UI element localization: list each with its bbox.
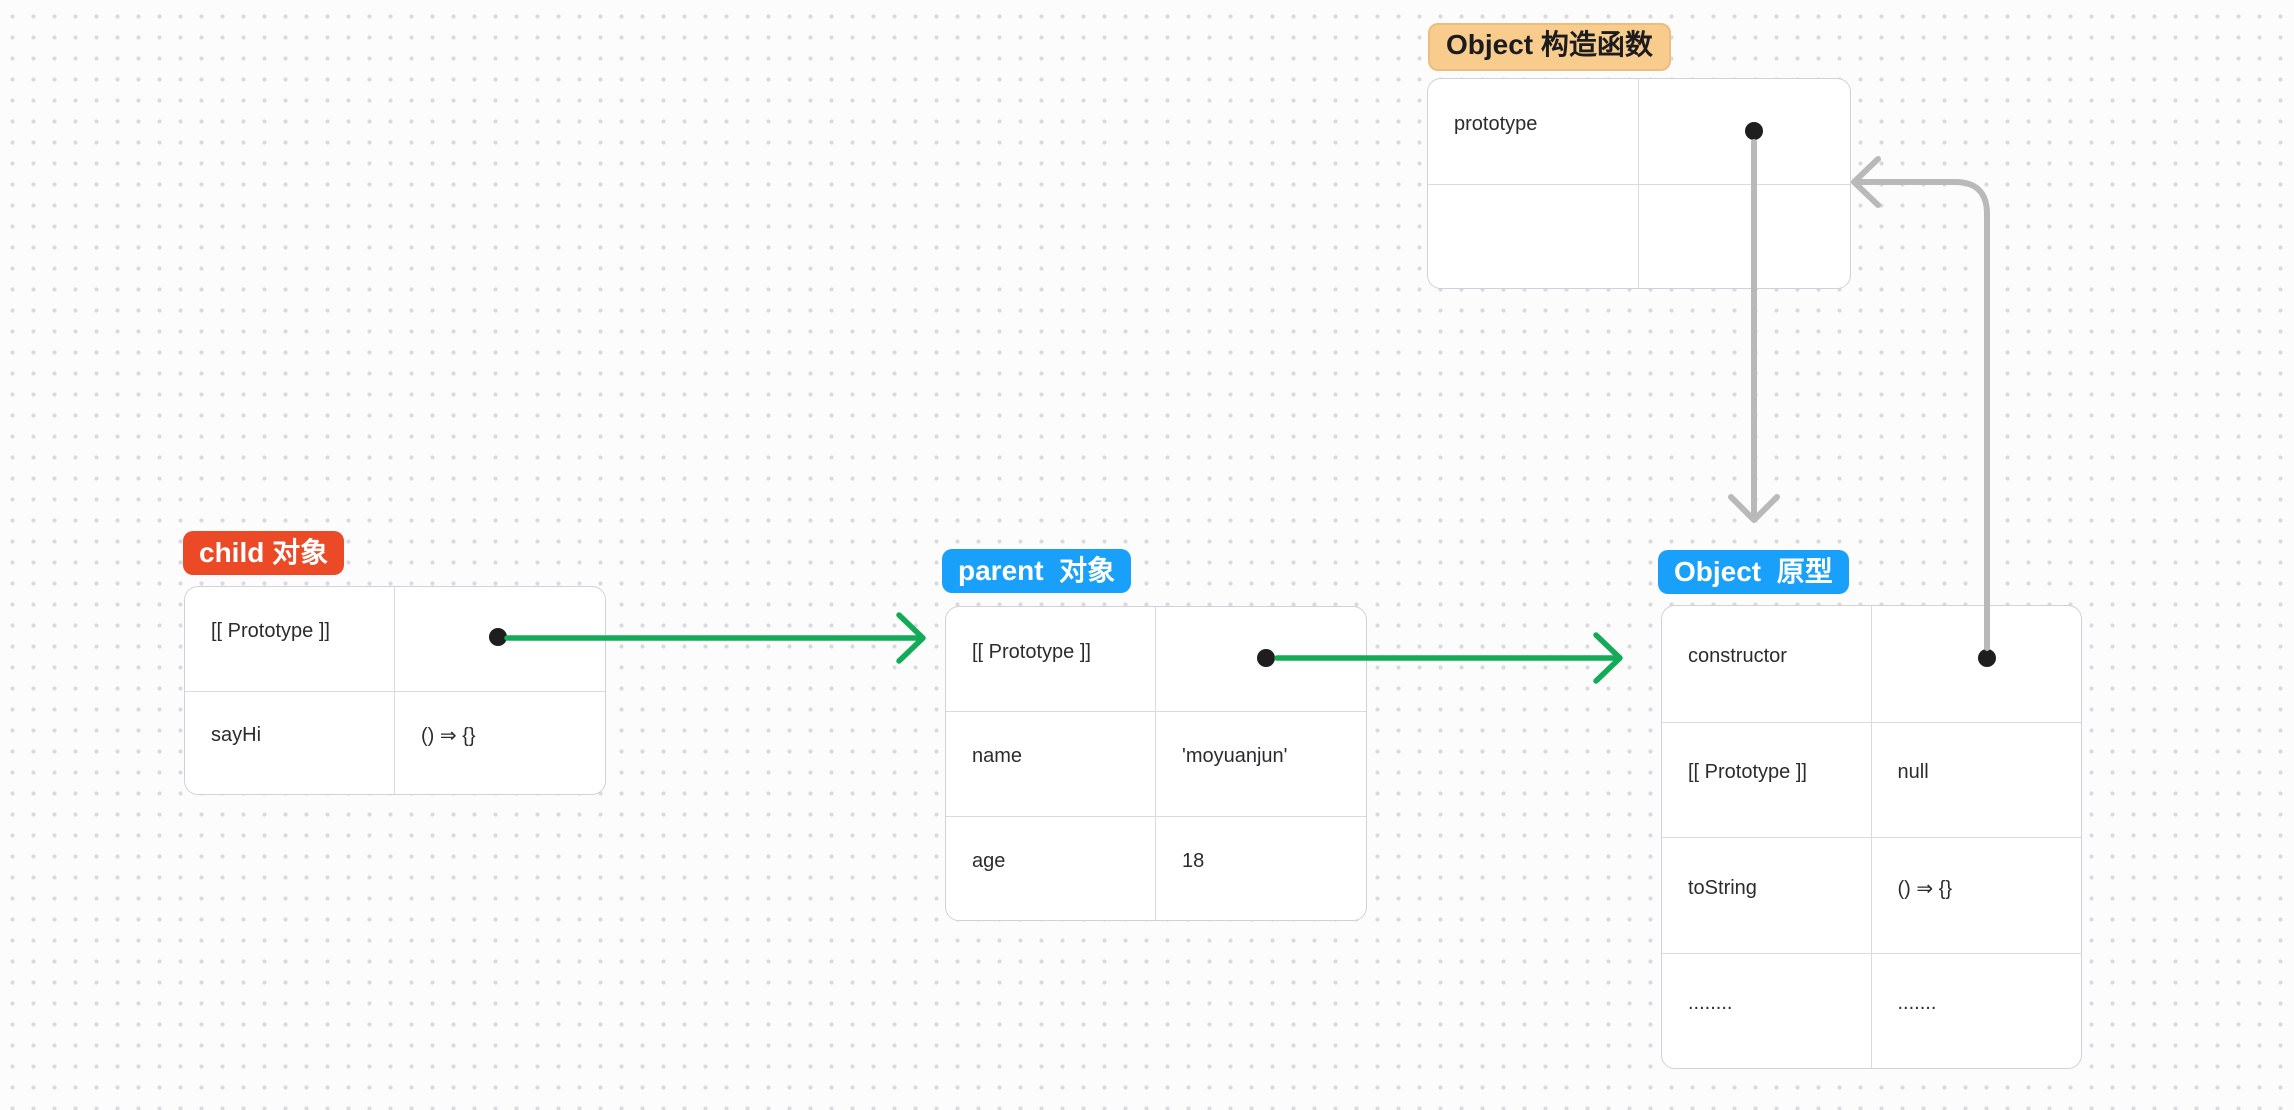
table-row: toString () ⇒ {} — [1662, 837, 2081, 953]
property-key-cell: age — [946, 816, 1156, 920]
table-row: name 'moyuanjun' — [946, 711, 1366, 816]
property-value: 'moyuanjun' — [1182, 745, 1288, 768]
property-key-cell: prototype — [1428, 79, 1639, 184]
property-key-cell: constructor — [1662, 606, 1872, 722]
pointer-cell — [1639, 79, 1850, 184]
property-value-cell: null — [1872, 723, 2082, 838]
edge-constructor-to-object-constructor-arrow[interactable] — [1851, 156, 1990, 651]
property-value-cell: ....... — [1872, 954, 2082, 1069]
table-row: constructor — [1662, 606, 2081, 722]
property-key: age — [972, 849, 1006, 872]
property-key: ........ — [1688, 992, 1733, 1015]
property-key: sayHi — [211, 724, 262, 747]
parent-object-table[interactable]: [[ Prototype ]] name 'moyuanjun' age 18 — [945, 606, 1367, 921]
child-object-table[interactable]: [[ Prototype ]] sayHi () ⇒ {} — [184, 586, 606, 795]
object-constructor-table[interactable]: prototype — [1427, 78, 1851, 289]
table-row: [[ Prototype ]] — [946, 607, 1366, 712]
object-constructor-label[interactable]: Object 构造函数 — [1428, 23, 1671, 71]
property-key: [[ Prototype ]] — [1688, 761, 1807, 784]
property-key: [[ Prototype ]] — [211, 620, 330, 643]
property-key: toString — [1688, 876, 1757, 899]
table-row: sayHi () ⇒ {} — [185, 690, 605, 795]
property-value-cell: () ⇒ {} — [395, 692, 605, 795]
child-object-label[interactable]: child 对象 — [183, 531, 345, 575]
table-row: [[ Prototype ]] null — [1662, 721, 2082, 838]
property-value: () ⇒ {} — [1897, 877, 1953, 900]
property-key-cell: [[ Prototype ]] — [1662, 722, 1872, 837]
table-row — [1428, 183, 1850, 289]
table-row: [[ Prototype ]] — [185, 587, 605, 691]
property-value: ....... — [1897, 992, 1937, 1015]
property-key-cell: [[ Prototype ]] — [185, 587, 395, 691]
property-value-cell: 18 — [1156, 817, 1366, 920]
property-key-cell: ........ — [1662, 953, 1872, 1068]
table-row: ........ ....... — [1662, 952, 2082, 1069]
pointer-cell — [395, 587, 605, 691]
pointer-cell — [1156, 607, 1366, 711]
property-key: name — [972, 745, 1023, 768]
empty-cell — [1639, 185, 1850, 289]
property-key: constructor — [1688, 645, 1787, 668]
property-key-cell: sayHi — [185, 691, 395, 794]
property-value: () ⇒ {} — [421, 725, 476, 748]
property-value-cell: 'moyuanjun' — [1156, 712, 1366, 815]
property-key-cell: toString — [1662, 838, 1872, 953]
empty-cell — [1428, 184, 1639, 288]
property-key-cell: [[ Prototype ]] — [946, 607, 1156, 712]
property-key: prototype — [1454, 112, 1538, 135]
property-key: [[ Prototype ]] — [972, 640, 1091, 663]
table-row: age 18 — [946, 815, 1366, 920]
pointer-cell — [1872, 606, 2082, 722]
table-row: prototype — [1428, 79, 1850, 184]
property-value-cell: () ⇒ {} — [1872, 838, 2082, 953]
object-prototype-table[interactable]: constructor [[ Prototype ]] null toStrin… — [1661, 605, 2082, 1069]
property-value: null — [1897, 761, 1929, 784]
parent-object-label[interactable]: parent 对象 — [942, 549, 1132, 593]
property-key-cell: name — [946, 712, 1156, 816]
object-prototype-label[interactable]: Object 原型 — [1658, 550, 1849, 594]
property-value: 18 — [1182, 849, 1205, 872]
